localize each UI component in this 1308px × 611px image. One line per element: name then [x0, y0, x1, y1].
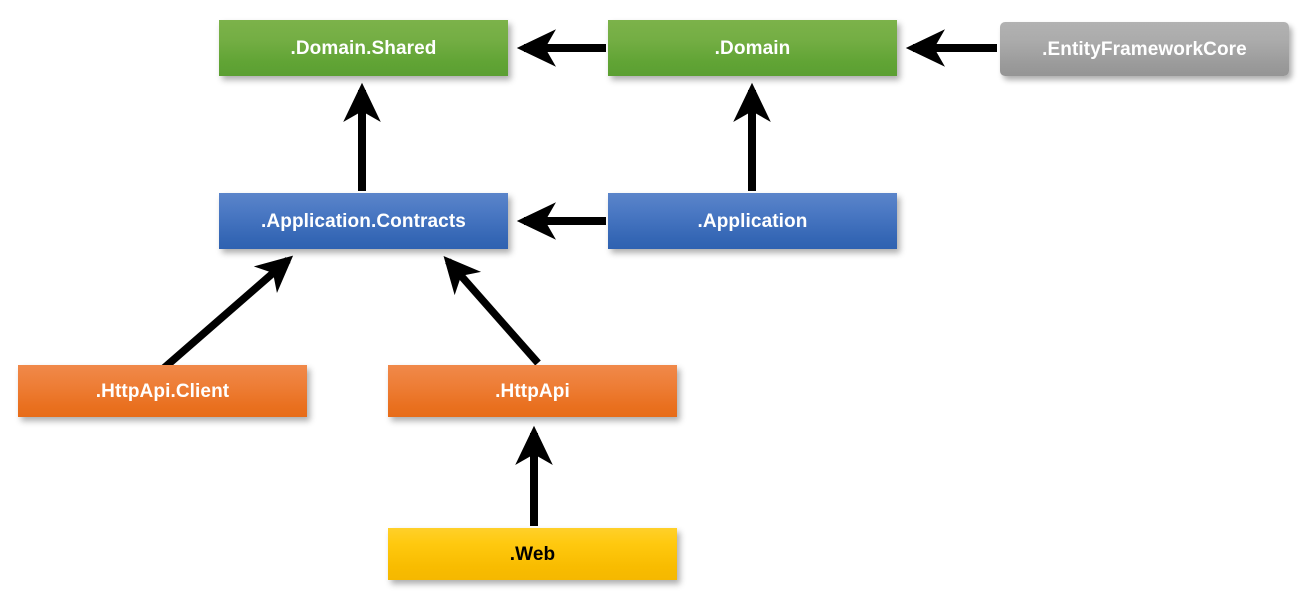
node-label: .Domain [714, 37, 791, 59]
node-label: .HttpApi.Client [95, 380, 230, 402]
node-label: .Domain.Shared [290, 37, 437, 59]
node-web[interactable]: .Web [388, 528, 677, 580]
node-application-contracts[interactable]: .Application.Contracts [219, 193, 508, 249]
node-label: .HttpApi [495, 380, 570, 402]
node-entityframeworkcore[interactable]: .EntityFrameworkCore [1000, 22, 1289, 76]
node-httpapi[interactable]: .HttpApi [388, 365, 677, 417]
node-label: .Application [697, 210, 808, 232]
node-application[interactable]: .Application [608, 193, 897, 249]
node-domain[interactable]: .Domain [608, 20, 897, 76]
node-label: .Application.Contracts [261, 210, 466, 232]
node-label: .EntityFrameworkCore [1042, 38, 1247, 60]
arrow-httpapi-client-to-application-contracts [161, 255, 294, 371]
node-domain-shared[interactable]: .Domain.Shared [219, 20, 508, 76]
node-label: .Web [509, 543, 556, 565]
node-httpapi-client[interactable]: .HttpApi.Client [18, 365, 307, 417]
arrow-httpapi-to-application-contracts [443, 255, 541, 366]
